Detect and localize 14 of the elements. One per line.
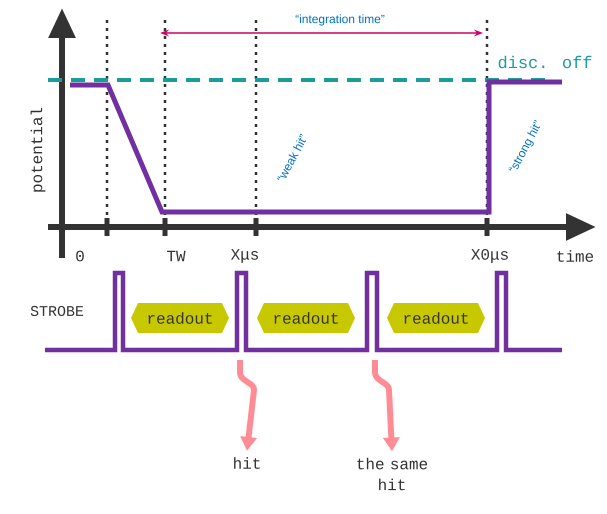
tick-label: TW — [167, 250, 186, 262]
signal-label: STROBE — [30, 306, 84, 316]
tick-label: Xμs — [230, 249, 258, 263]
tick-label: 0 — [76, 250, 84, 262]
readout-box: readout — [131, 303, 229, 333]
axis-label: time — [557, 250, 594, 262]
hit-label: hit — [234, 457, 260, 469]
hit-label: the same hit — [357, 458, 428, 490]
dimension-label: “integration time” — [296, 14, 384, 26]
readout-box: readout — [387, 303, 485, 333]
readout-box: readout — [257, 303, 355, 333]
threshold-label: disc. off — [498, 56, 592, 68]
axis-label: potential — [30, 108, 46, 192]
tick-label: X0μs — [471, 249, 508, 263]
